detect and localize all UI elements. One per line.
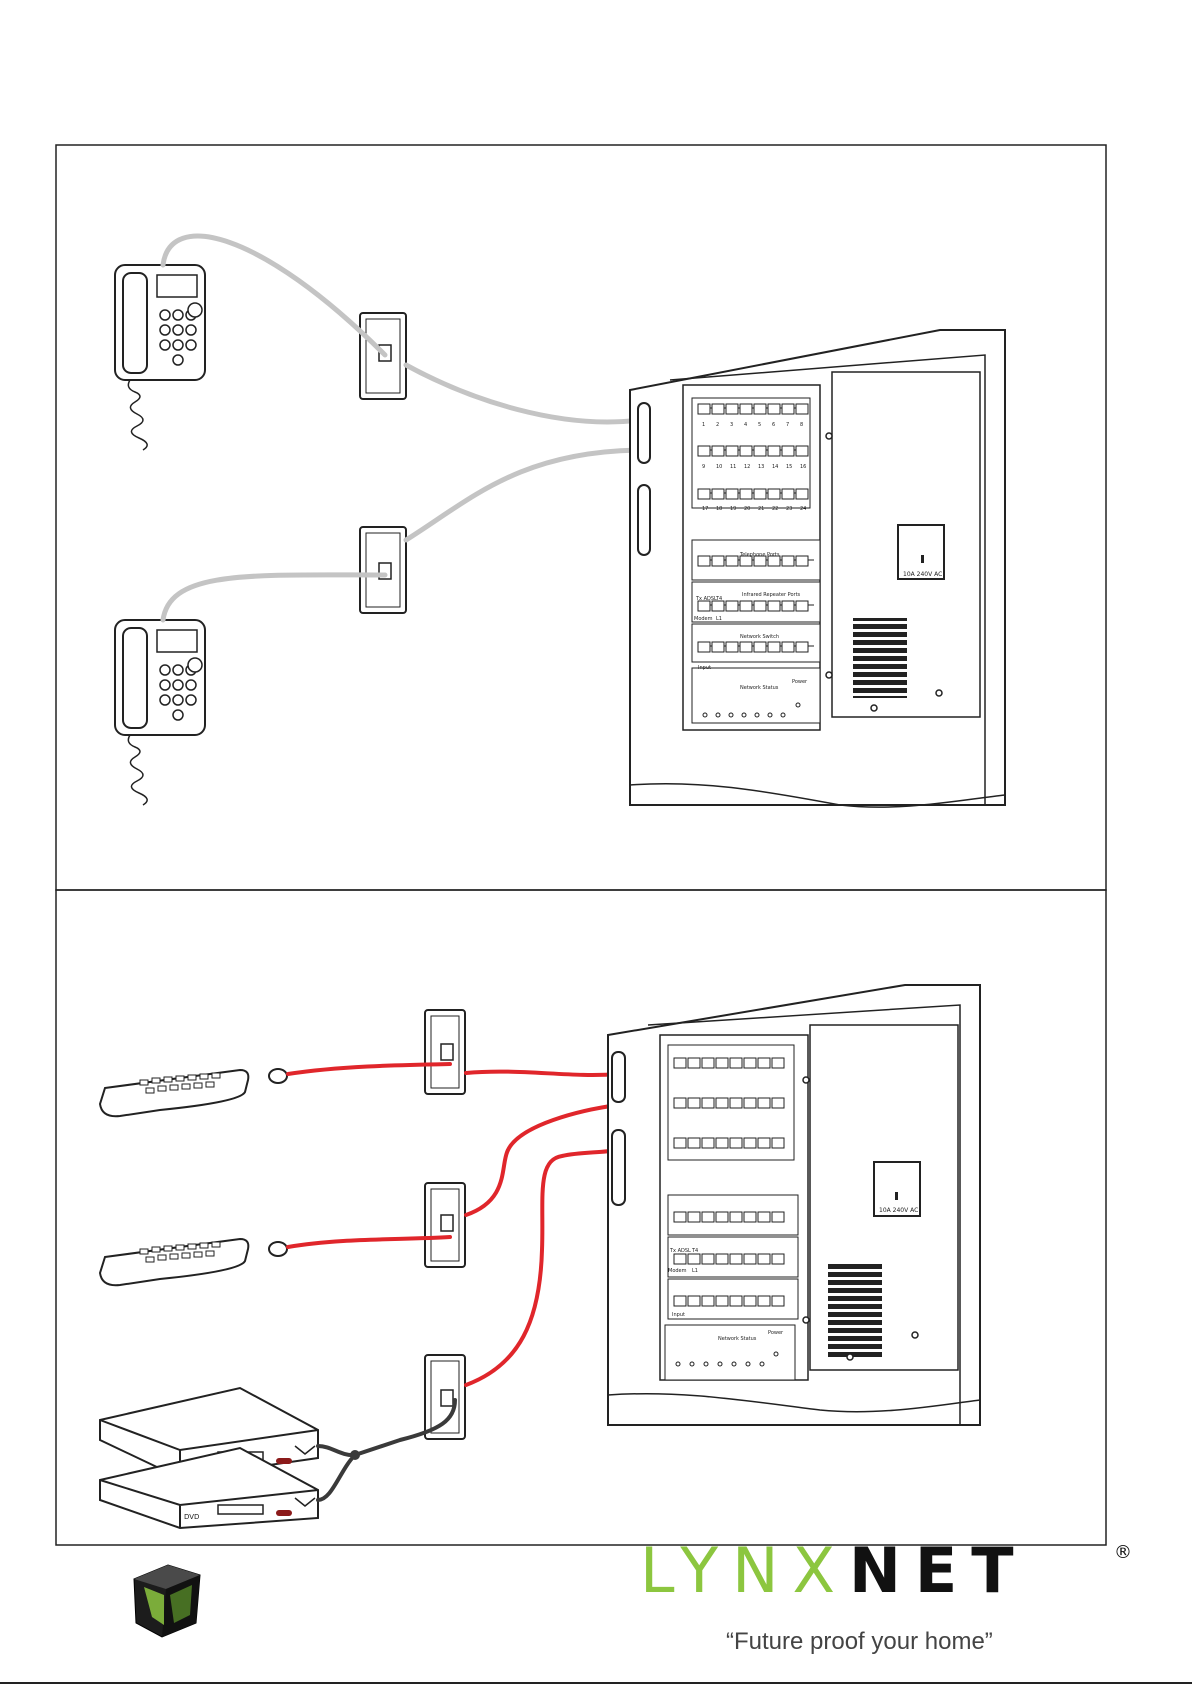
wordmark-lynx: LYNX <box>640 1534 849 1607</box>
tx-adsl-label: Tx ADSL <box>695 596 717 602</box>
power-label: Power <box>792 679 808 685</box>
port-number: 15 <box>786 464 792 470</box>
modem-label: Modem <box>694 616 713 622</box>
port-number: 3 <box>730 422 733 428</box>
telephone-icon <box>115 265 205 450</box>
telephone-ports-label: Telephone Ports <box>739 552 780 558</box>
lynxnet-wordmark: LYNXNET <box>640 1540 1028 1602</box>
port-number: 14 <box>772 464 778 470</box>
lynxnet-cabinet <box>608 985 980 1425</box>
outlet-label: 10A 240V AC <box>903 571 942 578</box>
lynxnet-brand: LYNXNET ® “Future proof your home” <box>640 1540 1160 1660</box>
wall-plate-icon <box>425 1010 465 1094</box>
t4-label: T4 <box>715 596 722 602</box>
port-number: 17 <box>702 506 708 512</box>
wordmark-net: NET <box>849 1534 1028 1607</box>
network-status-label: Network Status <box>740 685 779 691</box>
remote-control-icon <box>100 1239 248 1285</box>
power-label: Power <box>768 1330 784 1336</box>
port-number: 21 <box>758 506 764 512</box>
port-number: 7 <box>786 422 789 428</box>
port-number: 6 <box>772 422 775 428</box>
input-label: Input <box>672 1312 685 1318</box>
cable-splitter <box>350 1450 360 1460</box>
tx-adsl-label: Tx ADSL <box>669 1248 691 1254</box>
network-switch-label: Network Switch <box>740 634 779 640</box>
port-number: 4 <box>744 422 747 428</box>
port-number: 8 <box>800 422 803 428</box>
dvd-label: DVD <box>184 1513 199 1521</box>
l1-label: L1 <box>692 1268 698 1274</box>
port-number: 2 <box>716 422 719 428</box>
port-number: 12 <box>744 464 750 470</box>
port-number: 24 <box>800 506 806 512</box>
wall-plate-icon <box>425 1183 465 1267</box>
port-number: 9 <box>702 464 705 470</box>
lynxnet-cube-logo <box>134 1565 200 1637</box>
modem-label: Modem <box>668 1268 687 1274</box>
registered-mark: ® <box>1114 1542 1132 1563</box>
remote-control-icon <box>100 1070 248 1116</box>
repeater-ports-label: Infrared Repeater Ports <box>742 592 801 598</box>
port-number: 13 <box>758 464 764 470</box>
network-status-label: Network Status <box>718 1336 757 1342</box>
outlet-label: 10A 240V AC <box>879 1207 918 1214</box>
ir-receiver-icon <box>269 1069 287 1256</box>
port-number: 10 <box>716 464 722 470</box>
input-label: Input <box>698 665 711 671</box>
port-number: 16 <box>800 464 806 470</box>
brand-tagline: “Future proof your home” <box>726 1628 993 1656</box>
port-number: 11 <box>730 464 736 470</box>
t4-label: T4 <box>691 1248 698 1254</box>
port-number: 22 <box>772 506 778 512</box>
port-number: 23 <box>786 506 792 512</box>
l1-label: L1 <box>716 616 722 622</box>
port-number: 1 <box>702 422 705 428</box>
port-number: 5 <box>758 422 761 428</box>
telephone-icon <box>115 620 205 805</box>
wall-plate-icon <box>360 527 406 613</box>
port-number: 18 <box>716 506 722 512</box>
wall-plate-icon <box>425 1355 465 1439</box>
lynxnet-cabinet <box>630 330 1005 805</box>
port-number: 19 <box>730 506 736 512</box>
port-number: 20 <box>744 506 750 512</box>
